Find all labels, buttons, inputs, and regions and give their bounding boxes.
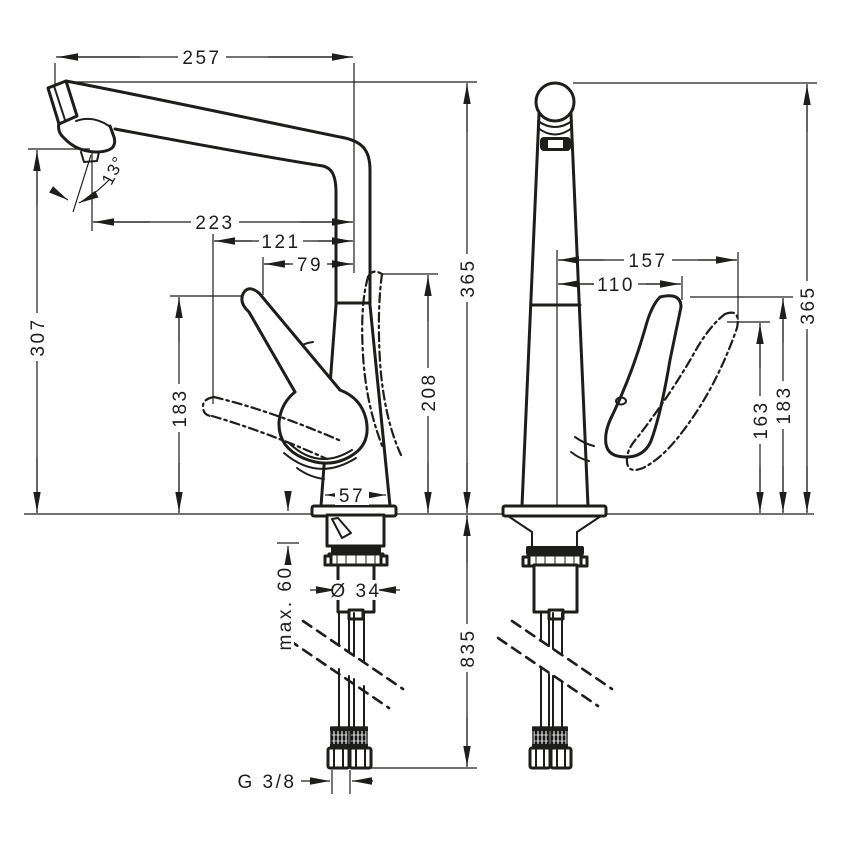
side-faucet-outline <box>46 79 405 770</box>
handle-solid-front <box>604 294 683 459</box>
dim-label: 13° <box>98 152 129 188</box>
mounting-body <box>325 513 386 548</box>
dim-label: max. 60 <box>275 565 296 650</box>
aerator-nozzle <box>80 151 100 163</box>
dim-label: 208 <box>419 372 440 411</box>
base-plate-front <box>501 504 608 518</box>
dim-handle-open-height: 208 <box>418 275 440 513</box>
dim-hose-thread: G 3/8 <box>238 772 373 793</box>
dim-label: 257 <box>182 48 221 69</box>
dim-outlet-height: 307 <box>27 150 49 513</box>
dim-label: G 3/8 <box>238 772 297 793</box>
column-right-edge <box>569 112 590 508</box>
break-line <box>510 619 614 691</box>
dim-label: 365 <box>798 285 819 324</box>
dim-label: 835 <box>458 628 479 667</box>
supply-hoses <box>338 612 365 728</box>
dim-handle-open-height-front: 163 <box>750 323 772 513</box>
dim-label: 183 <box>774 385 795 424</box>
dim-spout-reach-total: 257 <box>56 47 353 69</box>
body-right-edge <box>368 303 392 508</box>
dim-handle-reach: 79 <box>264 254 353 276</box>
side-dimensions: 257 13° 223 <box>27 47 479 793</box>
mounting-clip <box>331 517 352 539</box>
aerator <box>57 121 117 154</box>
column-left-edge <box>520 112 541 508</box>
spout-outlet-slot <box>548 140 563 148</box>
dim-handle-open-reach: 121 <box>214 231 353 253</box>
side-view: 257 13° 223 <box>27 47 479 794</box>
dim-base-width: 57 <box>325 485 386 507</box>
cap-ring <box>537 120 573 128</box>
dim-counter-thickness: max. 60 <box>274 491 296 651</box>
dim-handle-open-span: 157 <box>558 250 737 272</box>
dim-label: 365 <box>458 258 479 297</box>
break-line <box>496 636 600 708</box>
break-line <box>287 638 391 710</box>
dim-label: 57 <box>339 486 365 507</box>
dim-label: 163 <box>751 400 772 439</box>
spout-bottom-edge <box>113 127 338 305</box>
front-extension-lines <box>556 82 817 513</box>
dim-label: 157 <box>628 251 667 272</box>
spout-end-cap <box>46 79 79 126</box>
front-handle-alt <box>625 311 739 472</box>
dim-label: Ø 34 <box>330 581 381 602</box>
base-skirt <box>507 515 602 547</box>
front-dimensions: 157 110 163 <box>558 84 819 513</box>
dim-handle-height-front: 183 <box>773 298 795 513</box>
supply-hoses-front <box>540 612 563 728</box>
dim-label: 79 <box>297 255 323 276</box>
spout-cap <box>534 81 576 123</box>
handle-solid <box>240 287 369 465</box>
threaded-shank-front <box>532 563 579 614</box>
front-faucet-outline <box>496 81 739 770</box>
dim-hose-length: 835 <box>457 515 479 767</box>
dim-label: 307 <box>28 317 49 356</box>
dim-reach-to-outlet: 223 <box>93 212 353 234</box>
break-line <box>301 619 405 691</box>
handle-button <box>615 396 627 406</box>
dim-label: 183 <box>170 388 191 427</box>
spout-top-edge <box>64 79 372 305</box>
dim-handle-span: 110 <box>558 274 681 296</box>
mounting-flange <box>323 552 389 567</box>
seal-ring-front <box>526 546 584 555</box>
hose-connectors <box>326 726 373 770</box>
dim-label: 223 <box>195 213 234 234</box>
seal-ring <box>331 546 381 554</box>
dim-label: 110 <box>597 275 635 296</box>
dim-handle-height: 183 <box>169 297 191 513</box>
dim-total-height-front: 365 <box>797 84 819 513</box>
shank-tab <box>347 608 365 621</box>
shank-tab-front <box>547 608 565 621</box>
side-handle-alt-open <box>201 395 343 461</box>
front-view: 157 110 163 <box>496 81 819 770</box>
dim-shank-diameter: Ø 34 <box>310 580 400 602</box>
dim-total-height-side: 365 <box>457 83 479 513</box>
dim-label: 121 <box>261 232 300 253</box>
hose-connectors-front <box>528 726 573 770</box>
